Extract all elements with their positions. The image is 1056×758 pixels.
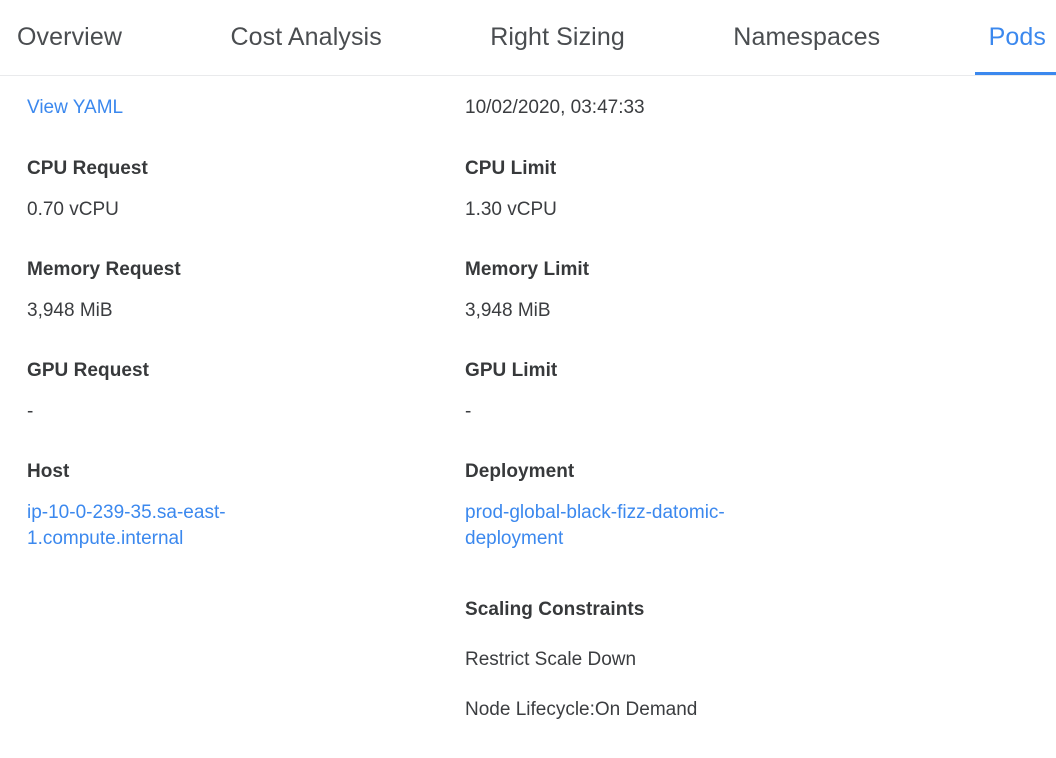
detail-column-right: 10/02/2020, 03:47:33 CPU Limit 1.30 vCPU… [465,95,865,722]
memory-limit-value: 3,948 MiB [465,300,551,321]
field-cpu-request: CPU Request 0.70 vCPU [27,157,427,222]
memory-request-label: Memory Request [27,259,181,280]
tab-pods[interactable]: Pods [974,0,1056,75]
scaling-constraints-label: Scaling Constraints [465,599,645,620]
field-memory-limit: Memory Limit 3,948 MiB [465,258,865,323]
tab-cost-analysis[interactable]: Cost Analysis [230,0,381,75]
timestamp-row: 10/02/2020, 03:47:33 [465,95,865,121]
tab-namespaces[interactable]: Namespaces [733,0,880,75]
tab-cost-analysis-label: Cost Analysis [230,23,382,51]
memory-request-value: 3,948 MiB [27,300,113,321]
tab-namespaces-label: Namespaces [733,23,881,51]
tab-right-sizing-label: Right Sizing [490,23,625,51]
pod-detail-panel: View YAML CPU Request 0.70 vCPU Memory R… [0,76,1056,720]
host-link[interactable]: ip-10-0-239-35.sa-east-1.compute.interna… [27,502,226,549]
memory-limit-label: Memory Limit [465,259,590,280]
tab-overview-label: Overview [17,23,122,51]
gpu-request-label: GPU Request [27,360,149,381]
deployment-label: Deployment [465,461,575,482]
cpu-request-label: CPU Request [27,158,148,179]
scaling-constraint-item: Restrict Scale Down [465,649,637,670]
deployment-value: prod-global-black-fizz-datomic-deploymen… [465,500,787,552]
field-memory-request: Memory Request 3,948 MiB [27,258,427,323]
host-label: Host [27,461,70,482]
tab-overview[interactable]: Overview [17,0,122,75]
tab-pods-label: Pods [988,23,1047,51]
cpu-request-value: 0.70 vCPU [27,199,119,220]
field-gpu-request: GPU Request - [27,359,427,424]
scaling-constraint-item: Node Lifecycle:On Demand [465,699,698,720]
host-value: ip-10-0-239-35.sa-east-1.compute.interna… [27,500,349,552]
gpu-request-value: - [27,401,34,422]
view-yaml-link[interactable]: View YAML [27,97,124,118]
cpu-limit-value: 1.30 vCPU [465,199,557,220]
field-host: Host ip-10-0-239-35.sa-east-1.compute.in… [27,460,427,552]
gpu-limit-value: - [465,401,472,422]
field-gpu-limit: GPU Limit - [465,359,865,424]
gpu-limit-label: GPU Limit [465,360,558,381]
cpu-limit-label: CPU Limit [465,158,557,179]
detail-column-left: View YAML CPU Request 0.70 vCPU Memory R… [27,95,427,552]
timestamp-value: 10/02/2020, 03:47:33 [465,97,645,118]
field-deployment: Deployment prod-global-black-fizz-datomi… [465,460,865,552]
field-scaling-constraints: Scaling Constraints Restrict Scale Down … [465,598,865,722]
deployment-link[interactable]: prod-global-black-fizz-datomic-deploymen… [465,502,725,549]
tab-bar: Overview Cost Analysis Right Sizing Name… [0,0,1056,76]
tab-right-sizing[interactable]: Right Sizing [490,0,625,75]
tab-list: Overview Cost Analysis Right Sizing Name… [0,0,1056,75]
view-yaml-row: View YAML [27,95,427,121]
field-cpu-limit: CPU Limit 1.30 vCPU [465,157,865,222]
